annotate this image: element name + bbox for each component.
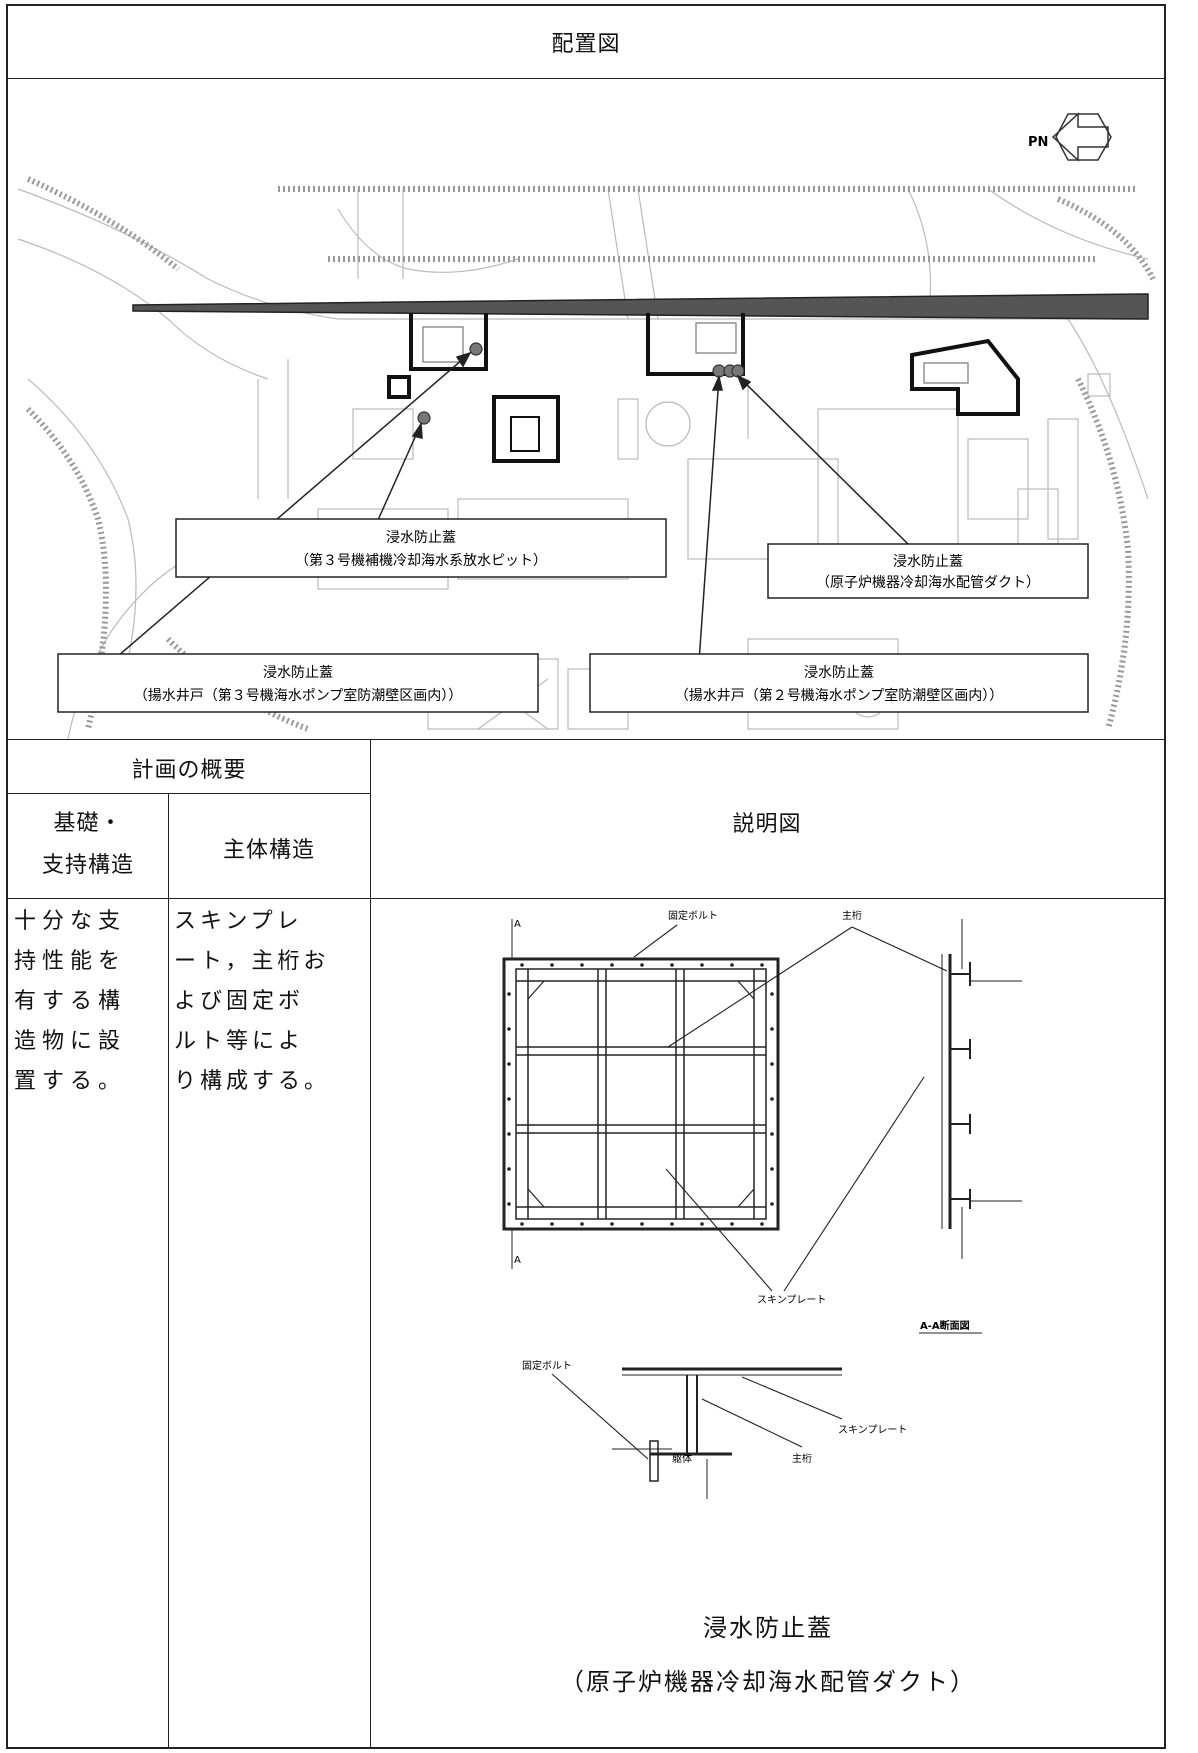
svg-text:浸水防止蓋: 浸水防止蓋 — [804, 665, 874, 681]
svg-text:浸水防止蓋: 浸水防止蓋 — [893, 554, 963, 570]
bolt-dots — [507, 963, 774, 1226]
divider — [8, 78, 1164, 79]
slope-hatching — [25, 176, 1156, 732]
svg-text:浸水防止蓋: 浸水防止蓋 — [263, 665, 333, 681]
column-divider — [370, 739, 371, 1747]
plan-view — [502, 919, 780, 1269]
foundation-header: 基礎・ 支持構造 — [41, 811, 134, 878]
leader-arrows — [117, 351, 909, 677]
svg-text:（揚水井戸（第３号機海水ポンプ室防潮壁区画内））: （揚水井戸（第３号機海水ポンプ室防潮壁区画内）） — [134, 687, 463, 704]
svg-text:固定ボルト: 固定ボルト — [522, 1359, 572, 1372]
divider — [8, 739, 1164, 740]
column-divider — [168, 793, 169, 1747]
divider — [8, 898, 1164, 899]
svg-text:スキンプレート: スキンプレート — [838, 1424, 907, 1436]
document-sheet: 配置図 PN — [6, 4, 1166, 1749]
svg-text:浸水防止蓋: 浸水防止蓋 — [386, 530, 456, 546]
lid-markers — [417, 342, 745, 425]
map-callouts: 浸水防止蓋 （第３号機補機冷却海水系放水ピット） 浸水防止蓋 （原子炉機器冷却海… — [57, 518, 1089, 713]
plan-leaders — [633, 924, 948, 1292]
svg-text:A: A — [514, 919, 521, 930]
main-structure-header: 主体構造 — [222, 838, 315, 863]
svg-text:（揚水井戸（第２号機海水ポンプ室防潮壁区画内））: （揚水井戸（第２号機海水ポンプ室防潮壁区画内）） — [675, 687, 1004, 704]
layout-title: 配置図 — [551, 32, 621, 57]
plan-overview-header: 計画の概要 — [131, 758, 247, 783]
north-arrow-icon: PN — [1028, 112, 1112, 162]
svg-text:スキンプレート: スキンプレート — [757, 1294, 826, 1306]
svg-text:（原子炉機器冷却海水配管ダクト）: （原子炉機器冷却海水配管ダクト） — [816, 575, 1040, 591]
svg-text:主桁: 主桁 — [792, 1452, 812, 1465]
svg-text:主桁: 主桁 — [842, 909, 862, 922]
divider — [8, 793, 370, 794]
caption-subtitle: （原子炉機器冷却海水配管ダクト） — [560, 1668, 976, 1696]
foundation-text: 十分な支 持性能を 有する構 造物に設 置する。 — [14, 909, 127, 1094]
svg-text:躯体: 躯体 — [672, 1452, 692, 1465]
north-label: PN — [1028, 135, 1048, 150]
layout-map: PN — [17, 112, 1156, 739]
structure-outlines — [387, 313, 1020, 463]
detail-view — [612, 1367, 842, 1499]
seawall — [132, 293, 1149, 320]
explanation-header: 説明図 — [732, 812, 802, 837]
svg-text:A: A — [514, 1255, 521, 1266]
detail-leaders — [551, 1373, 843, 1460]
main-structure-text: スキンプレ ート，主桁お よび固定ボ ルト等によ り構成する。 — [174, 909, 331, 1094]
caption-title: 浸水防止蓋 — [703, 1614, 833, 1642]
svg-text:固定ボルト: 固定ボルト — [668, 909, 718, 922]
svg-text:（第３号機補機冷却海水系放水ピット）: （第３号機補機冷却海水系放水ピット） — [295, 552, 547, 569]
section-view — [941, 919, 1022, 1259]
lid-drawing: A A 固定ボルト 主桁 スキンプレート A-A断面図 — [502, 909, 1022, 1499]
svg-text:A-A断面図: A-A断面図 — [920, 1319, 970, 1332]
